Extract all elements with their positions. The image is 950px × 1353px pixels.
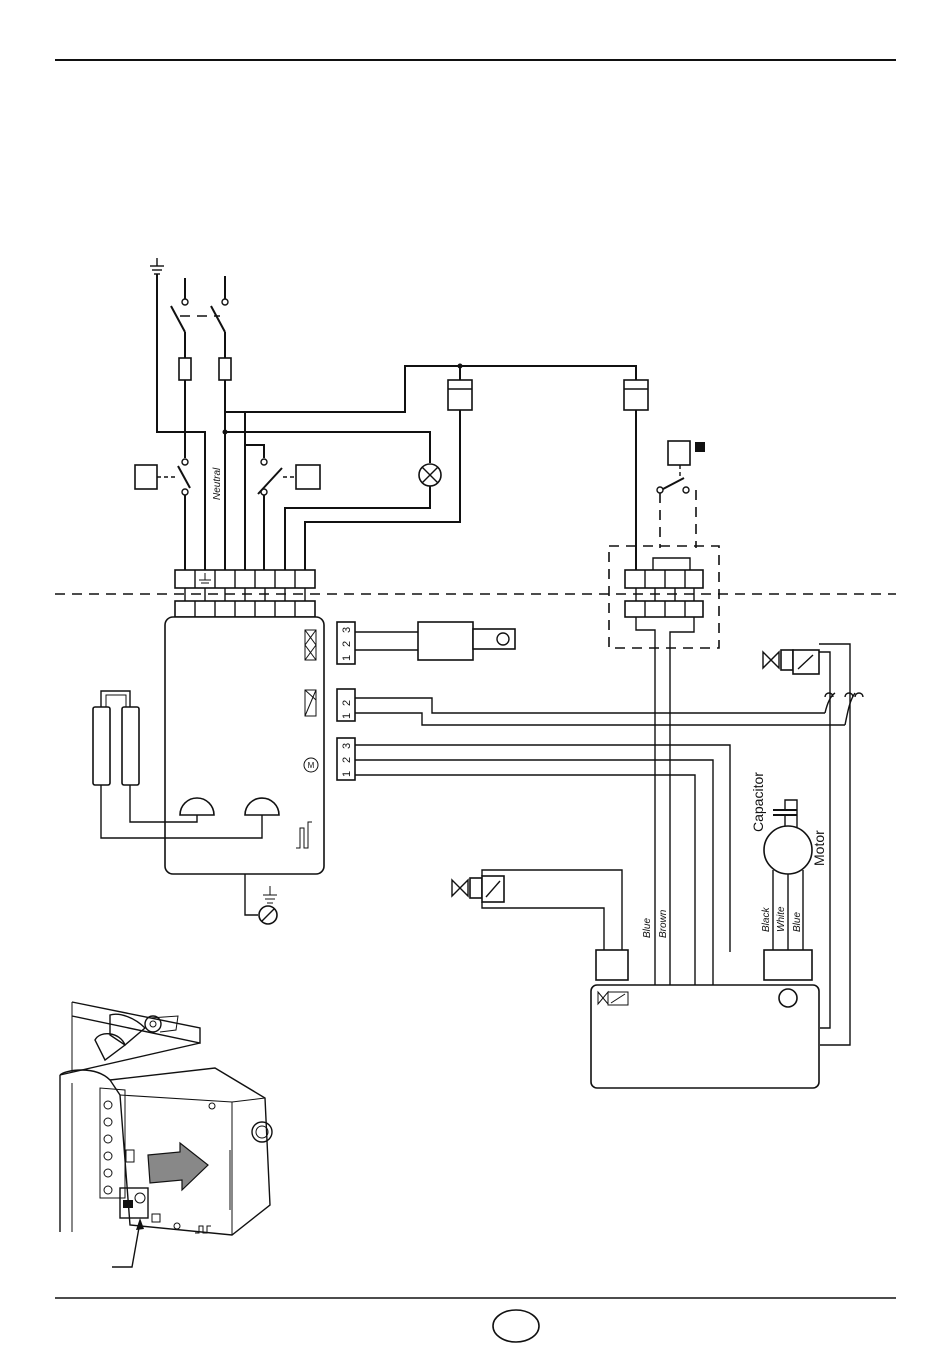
motor-assembly: Capacitor Motor Black White Blue: [750, 772, 827, 980]
main-switch-blade: [171, 306, 185, 332]
thermostat-box: [135, 465, 157, 489]
svg-text:3: 3: [341, 743, 353, 749]
plug-b: [624, 380, 648, 410]
svg-text:1: 1: [341, 713, 353, 719]
ignition-terminal: 1 2 3: [337, 622, 355, 664]
svg-text:2: 2: [341, 757, 353, 763]
wire-white-label: White: [776, 906, 787, 932]
control-box: M: [165, 617, 324, 874]
motor-label: Motor: [811, 830, 827, 866]
burner-illustration: [60, 1002, 272, 1267]
capacitor-label: Capacitor: [750, 772, 766, 832]
ground-screw-icon: [259, 906, 277, 924]
svg-text:1: 1: [341, 655, 353, 661]
svg-text:M: M: [308, 761, 315, 770]
svg-text:1: 1: [341, 771, 353, 777]
earth-icon: [150, 258, 164, 274]
arrow-icon: [148, 1143, 208, 1190]
mains-supply: Neutral: [135, 258, 648, 570]
page-number-oval: [493, 1310, 539, 1342]
motor-terminal: 1 2 3: [337, 738, 355, 780]
earth-icon-bottom: [263, 886, 277, 903]
wire-blue-motor-label: Blue: [792, 912, 803, 932]
plug-a: [448, 380, 472, 410]
valve-terminal: 1 2: [337, 689, 355, 721]
motor-circle: [764, 826, 812, 874]
wire-black-label: Black: [761, 907, 772, 932]
svg-text:2: 2: [341, 641, 353, 647]
ignition-transformer: [355, 622, 515, 660]
lower-control-unit: [591, 985, 819, 1088]
reset-button-icon: [779, 989, 797, 1007]
neutral-label: Neutral: [212, 467, 223, 500]
fuse-neutral: [219, 358, 231, 380]
wire-blue-label: Blue: [642, 918, 653, 938]
wire-brown-label: Brown: [658, 909, 669, 938]
fuse-phase: [179, 358, 191, 380]
lamp-icon: [419, 464, 441, 486]
svg-text:3: 3: [341, 627, 353, 633]
solenoid-valve-bottom: [452, 870, 628, 980]
limit-thermostat-box: [296, 465, 320, 489]
svg-text:2: 2: [341, 700, 353, 706]
